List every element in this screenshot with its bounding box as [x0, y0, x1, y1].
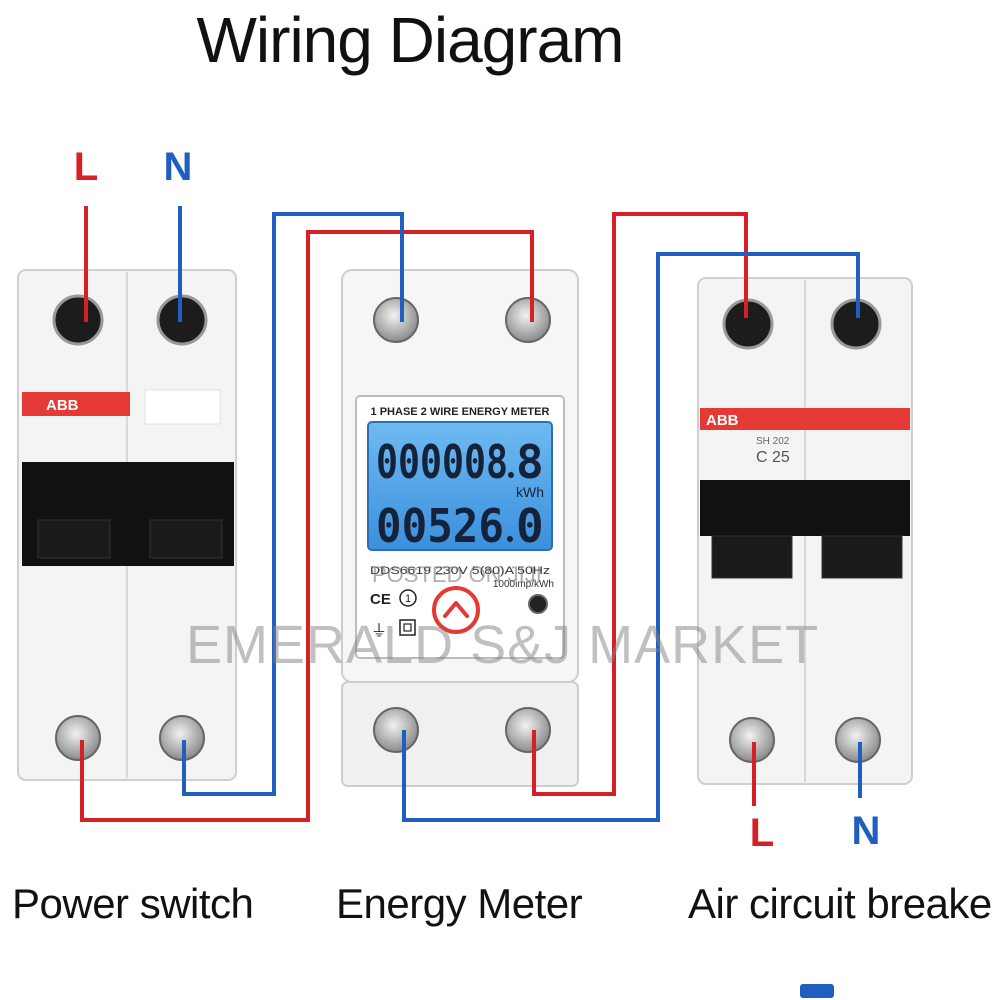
energy-meter-spec: DDS6619 230V 5(80)A 50Hz: [370, 565, 550, 577]
energy-meter-lcd: [367, 421, 553, 551]
watermark-store: EMERALD S&J MARKET: [186, 615, 820, 675]
power-switch-lever-1[interactable]: [37, 519, 111, 559]
breaker-brand-band: [700, 408, 910, 430]
label-input-neutral: N: [164, 145, 193, 189]
energy-meter: 1 PHASE 2 WIRE ENERGY METER 000008 8 kWh…: [341, 269, 579, 787]
power-switch-brand: ABB: [46, 397, 79, 414]
caption-air-circuit-breaker: Air circuit breaker: [688, 880, 992, 927]
wiring: [80, 206, 862, 822]
breaker-handle-band: [700, 480, 910, 536]
energy-meter-reading-bottom: 00526: [376, 499, 504, 553]
wire-switch-to-meter-line: [80, 230, 534, 822]
breaker-brand: ABB: [706, 412, 739, 429]
diagram-title: Wiring Diagram: [196, 4, 625, 76]
energy-meter-header: 1 PHASE 2 WIRE ENERGY METER: [371, 406, 550, 418]
svg-text:1: 1: [405, 593, 411, 605]
energy-meter-screw-bottom-2: [505, 707, 551, 753]
energy-meter-unit: kWh: [516, 484, 544, 500]
power-switch-lever-2[interactable]: [149, 519, 223, 559]
caption-energy-meter: Energy Meter: [336, 880, 583, 927]
caption-power-switch: Power switch: [12, 880, 254, 927]
power-switch-label-window: [144, 389, 221, 425]
energy-meter-screw-top-2: [505, 297, 551, 343]
wire-meter-to-breaker-neutral: [402, 252, 860, 822]
energy-meter-reading-top-decimal: 8: [516, 435, 544, 489]
energy-meter-pulse-led: [528, 594, 548, 614]
label-output-neutral: N: [852, 809, 881, 853]
energy-meter-ce-mark: CE: [370, 591, 391, 608]
breaker-lever-1[interactable]: [711, 535, 793, 579]
power-switch-terminal-top-l: [52, 294, 104, 346]
wire-switch-to-meter-neutral: [182, 212, 404, 796]
label-input-line: L: [74, 145, 98, 189]
wire-meter-to-breaker-line: [532, 212, 748, 796]
breaker-model: SH 202: [756, 436, 790, 447]
power-switch: ABB: [17, 269, 237, 781]
chevron-up-icon: [443, 601, 469, 618]
power-switch-brand-band: [22, 392, 130, 416]
corner-mark: [800, 984, 834, 998]
energy-meter-impulse: 1000imp/kWh: [493, 579, 554, 590]
energy-meter-class-icon: [399, 589, 417, 607]
watermark-posted: POSTED ON JIJI: [372, 562, 542, 587]
energy-meter-page-button[interactable]: [432, 586, 480, 634]
energy-meter-reading-top: 000008: [376, 435, 508, 489]
air-circuit-breaker: ABB SH 202 C 25: [697, 277, 913, 785]
energy-meter-ground-icon: ⏚: [371, 622, 387, 640]
power-switch-screw-bottom-l: [55, 715, 101, 761]
energy-meter-screw-bottom-1: [373, 707, 419, 753]
energy-meter-reading-bottom-decimal: 0: [516, 499, 544, 553]
label-output-line: L: [750, 811, 774, 855]
energy-meter-screw-top-1: [373, 297, 419, 343]
energy-meter-double-insulation-icon: [399, 619, 416, 636]
breaker-lever-2[interactable]: [821, 535, 903, 579]
breaker-rating: C 25: [756, 449, 790, 466]
